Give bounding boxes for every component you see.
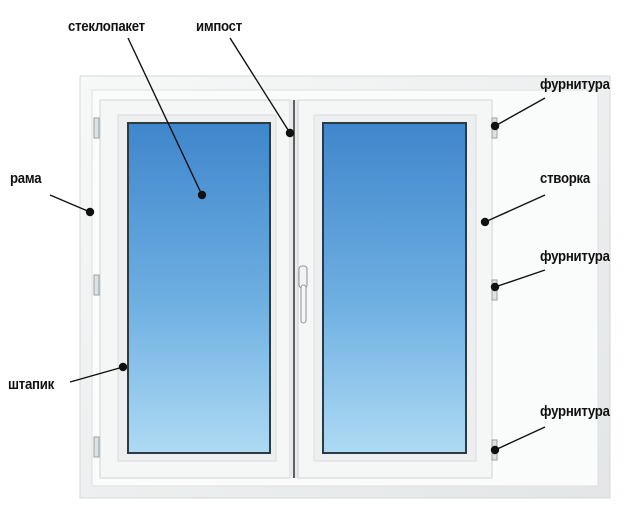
- label-mullion: импост: [196, 18, 242, 35]
- label-frame: рама: [10, 170, 42, 187]
- label-hardware-top: фурнитура: [540, 76, 610, 93]
- left-sash: [99, 99, 291, 479]
- label-hardware-bottom: фурнитура: [540, 403, 610, 420]
- window-handle: [298, 265, 308, 324]
- label-glass-unit: стеклопакет: [68, 18, 145, 35]
- right-sash: [297, 99, 493, 479]
- label-sash: створка: [540, 170, 590, 187]
- left-glass: [127, 122, 271, 454]
- label-hardware-middle: фурнитура: [540, 248, 610, 265]
- right-glass: [322, 122, 467, 454]
- leader-lines: [49, 37, 546, 455]
- label-glazing-bead: штапик: [8, 376, 54, 393]
